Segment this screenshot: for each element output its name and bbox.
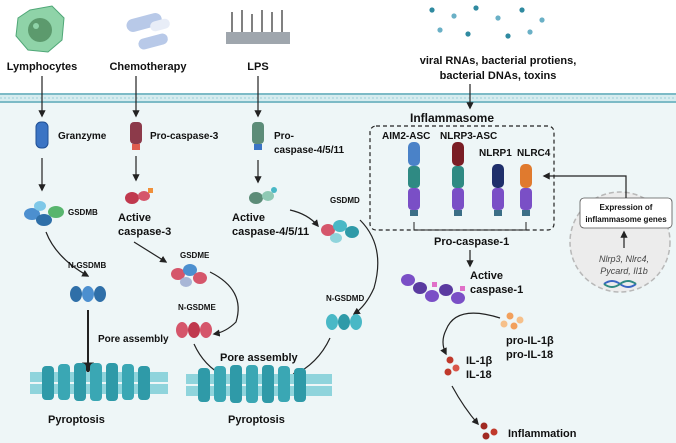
active-caspase1-icon <box>401 274 465 304</box>
active-caspase3-line1: Active <box>118 212 151 224</box>
lymphocytes-label: Lymphocytes <box>7 61 78 73</box>
pro-caspase3-icon <box>130 122 142 150</box>
gsdmd-cluster-icon <box>321 220 359 243</box>
pyroptosis-label-2: Pyroptosis <box>228 414 285 426</box>
arrow-cytokine-to-inflammation <box>451 385 479 426</box>
gsdme-label: GSDME <box>180 251 210 260</box>
gsdmb-cluster-icon <box>24 201 64 226</box>
ngsdme-label: N-GSDME <box>178 303 216 312</box>
ngsdmb-icon <box>70 286 106 302</box>
sensor-aim2-label: AIM2-ASC <box>382 131 430 142</box>
pro-caspase4-icon <box>252 122 264 150</box>
pro-il18-label: pro-IL-18 <box>506 349 553 361</box>
pore-assembly-label-2: Pore assembly <box>220 352 299 364</box>
pro-caspase3-label: Pro-caspase-3 <box>150 131 219 142</box>
arrow-caspase4-to-gsdmd <box>289 209 319 228</box>
pyroptosis-label-1: Pyroptosis <box>48 414 105 426</box>
arrow-cytokine-processing <box>440 312 501 356</box>
ngsdmd-icon <box>326 314 362 330</box>
gsdme-cluster-icon <box>171 264 207 287</box>
arrow-gsdmb-to-ngsdmb <box>45 231 90 277</box>
mature-cytokine-icon <box>444 356 460 376</box>
lps-label: LPS <box>247 61 268 73</box>
lymphocyte-icon <box>15 5 65 53</box>
arrow-genes-to-inflammasome <box>542 172 627 198</box>
arrow-gsdme-curve <box>209 271 239 337</box>
pore-complex-1-icon <box>30 363 168 401</box>
inflammasome-box <box>369 125 555 231</box>
pathogen-triggers-line2: bacterial DNAs, toxins <box>440 70 557 82</box>
granzyme-icon <box>35 121 49 149</box>
ngsdme-icon <box>176 322 212 338</box>
gsdmb-label: GSDMB <box>68 208 98 217</box>
ngsdmd-label: N-GSDMD <box>326 294 364 303</box>
granzyme-label: Granzyme <box>58 131 107 142</box>
pro-il1b-label: pro-IL-1β <box>506 335 554 347</box>
gene-expression-line2: inflammasome genes <box>585 215 667 224</box>
sensor-nlrp1-label: NLRP1 <box>479 148 512 159</box>
gsdmd-label: GSDMD <box>330 196 360 205</box>
pro-caspase1-bracket <box>413 222 527 231</box>
il1b-label: IL-1β <box>466 355 493 367</box>
dna-icon <box>603 280 637 288</box>
chemotherapy-label: Chemotherapy <box>109 61 187 73</box>
pro-cytokine-icon <box>500 312 524 330</box>
inflammasome-title: Inflammasome <box>410 111 494 125</box>
il18-label: IL-18 <box>466 369 492 381</box>
nlrc4-complex-icon <box>520 164 532 216</box>
nlrp3-complex-icon <box>452 142 464 216</box>
gene-expression-line1: Expression of <box>600 203 653 212</box>
active-caspase1-line1: Active <box>470 270 503 282</box>
active-caspase4-line1: Active <box>232 212 265 224</box>
active-caspase3-icon <box>125 188 153 204</box>
pathogen-triggers-line1: viral RNAs, bacterial protiens, <box>420 55 577 67</box>
pro-caspase4-line2: caspase-4/5/11 <box>274 145 344 156</box>
lps-icon <box>226 10 290 44</box>
pathogen-dots-icon <box>429 5 545 39</box>
arrow-caspase3-to-gsdme <box>133 241 168 263</box>
arrow-gsdmd-curve <box>352 219 379 315</box>
inflammation-label: Inflammation <box>508 428 577 440</box>
active-caspase1-line2: caspase-1 <box>470 284 523 296</box>
sensor-nlrc4-label: NLRC4 <box>517 148 551 159</box>
pill-icon <box>126 13 170 50</box>
ngsdmb-label: N-GSDMB <box>68 261 106 270</box>
gene-list-line1: Nlrp3, Nlrc4, <box>599 254 649 264</box>
active-caspase3-line2: caspase-3 <box>118 226 171 238</box>
pore-assembly-label-1: Pore assembly <box>98 334 169 345</box>
active-caspase4-icon <box>249 187 277 204</box>
pore-complex-2-icon <box>186 365 332 403</box>
pro-caspase1-label: Pro-caspase-1 <box>434 236 509 248</box>
sensor-nlrp3-label: NLRP3-ASC <box>440 131 497 142</box>
pro-caspase4-line1: Pro- <box>274 131 294 142</box>
active-caspase4-line2: caspase-4/5/11 <box>232 226 309 238</box>
inflammation-icon <box>480 422 498 440</box>
gene-list-line2: Pycard, Il1b <box>600 266 648 276</box>
aim2-complex-icon <box>408 142 420 216</box>
nlrp1-complex-icon <box>492 164 504 216</box>
